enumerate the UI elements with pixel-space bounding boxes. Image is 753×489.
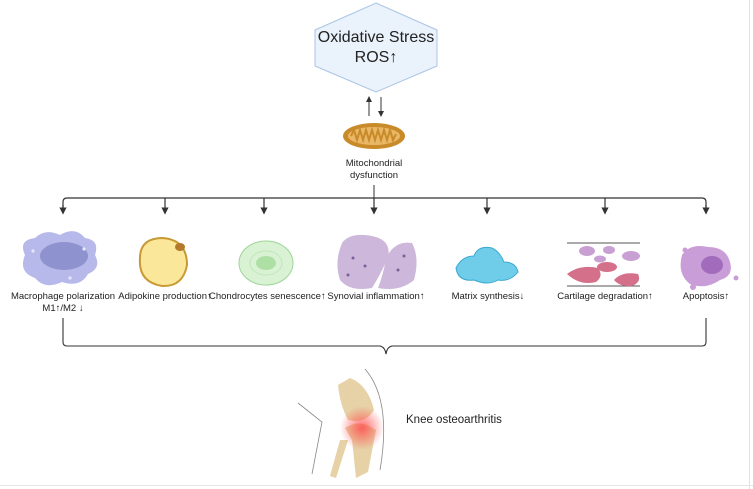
- macrophage-icon: [22, 231, 98, 286]
- effect-label-matrix: Matrix synthesis↓: [451, 291, 525, 302]
- oxidative-stress-title: Oxidative Stress: [317, 29, 435, 46]
- branch-line: [62, 197, 707, 212]
- matrix-icon: [455, 246, 519, 284]
- mitochondrial-label-2: dysfunction: [349, 170, 399, 181]
- effect-label-apoptosis: Apoptosis↑: [682, 291, 730, 302]
- effect-label-chondrocytes: Chondrocytes senescence↑: [209, 291, 326, 302]
- effect-label-macrophage-m1m2: M1↑/M2 ↓: [42, 303, 84, 314]
- synovial-tissue-icon: [337, 234, 417, 289]
- mitochondrial-label-1: Mitochondrial: [345, 158, 403, 169]
- apoptotic-cell-icon: [680, 246, 739, 290]
- effect-label-adipokine: Adipokine production↑: [118, 291, 212, 302]
- effect-label-cartilage: Cartilage degradation↑: [557, 291, 653, 302]
- adipocyte-icon: [138, 236, 189, 288]
- cartilage-degradation-icon: [567, 242, 640, 287]
- ros-label: ROS↑: [354, 49, 398, 66]
- effect-label-macrophage: Macrophage polarization: [10, 291, 116, 302]
- oxidative-stress-hexagon: [314, 2, 438, 93]
- knee-icon: [297, 368, 385, 478]
- frame-border-right: [749, 0, 750, 489]
- chondrocyte-icon: [238, 240, 294, 286]
- frame-border-bottom: [0, 485, 753, 486]
- grouping-brace: [62, 318, 707, 355]
- knee-osteoarthritis-label: Knee osteoarthritis: [406, 414, 502, 426]
- mitochondrion-icon: [343, 123, 405, 149]
- effect-label-synovial: Synovial inflammation↑: [327, 291, 425, 302]
